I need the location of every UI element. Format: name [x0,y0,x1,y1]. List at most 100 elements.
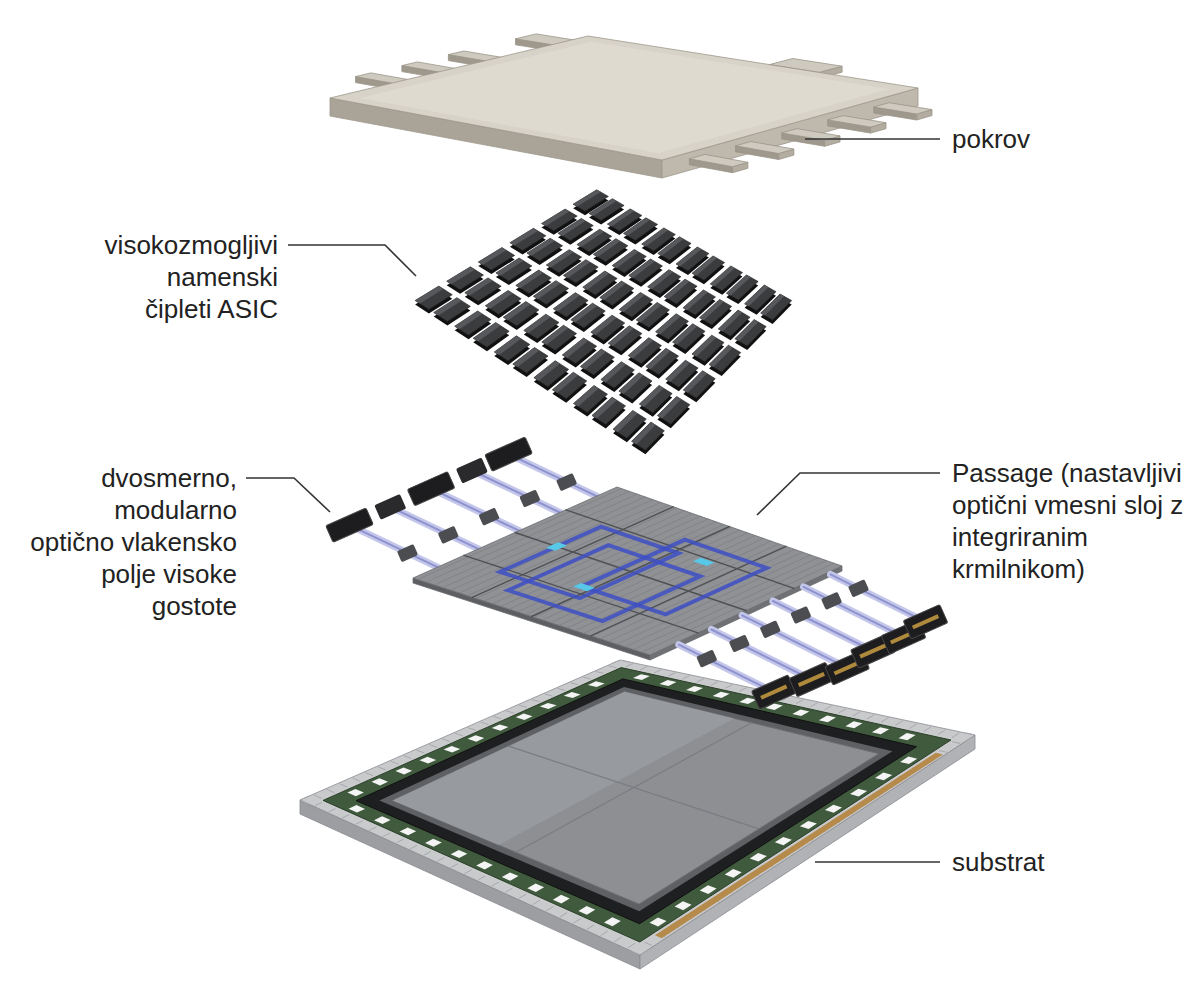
optical-fiber-core [711,630,811,680]
connector-contacts [859,643,886,658]
frame-ridge [811,703,818,707]
chiplet-sheen [434,298,462,316]
board-pad [492,724,509,730]
fiber-connector [903,605,948,640]
frame-ridge [430,745,437,748]
fiber-connector [374,494,406,520]
frame-ridge [404,756,411,759]
chiplet-sheen [718,310,742,331]
frame-ridge [796,700,803,704]
frame-ridge [340,784,347,787]
board-pad [825,805,842,813]
substrate-rim [379,687,892,911]
board-pad [633,674,650,680]
board-pad [660,680,677,686]
chiplet-sheen [592,397,617,418]
leader-line [246,478,330,512]
chiplet-sheen [666,360,690,382]
asic-chiplet [434,298,471,322]
frame-ridge [353,778,360,781]
board-pad [564,692,581,698]
board-pad [347,789,364,796]
frame-ridge [465,870,472,874]
chiplet-sheen [700,299,724,320]
asic-chiplet [503,302,539,326]
chiplet-sheen [676,247,701,266]
leader-line [815,861,940,863]
board-pad [400,828,417,836]
frame-ridge [356,821,363,824]
chiplet-sheen [636,303,661,323]
chiplet-sheen [589,199,616,216]
frame-ridge [574,919,581,923]
chiplet-sheen [562,338,588,358]
frame-ridge [711,682,718,685]
asic-chiplet [580,349,614,375]
chiplet-sheen [503,302,530,321]
frame-ridge [481,722,488,724]
frame-ridge [302,797,308,800]
frame-ridge [560,913,567,917]
frame-ridge [612,661,618,664]
asic-chiplet [542,325,577,350]
lid-tab-top [828,116,886,128]
asic-chiplet [683,371,715,398]
asic-chiplet [473,323,509,348]
fiber-transceiver [519,489,540,507]
die-seam [516,723,752,853]
frame-ridge [825,706,832,710]
connector-contacts [760,685,787,700]
part-label: Passage (nastavljivi optični vmesni sloj… [952,457,1188,585]
board-pad [700,885,717,894]
board-pad [396,768,413,775]
part-label: dvosmerno, modularno optično vlakensko p… [27,462,237,622]
asic-chiplet [632,422,665,450]
board-pad [578,906,595,915]
board-pad [374,816,391,824]
board-pad [476,861,493,869]
board-pad [900,757,917,765]
board-pad [516,714,533,720]
substrate-stiffener [356,679,916,924]
board-pad [588,681,605,687]
frame-ridge [726,685,733,688]
frame-ridge [519,894,526,898]
chiplet-sheen [600,281,626,300]
waveguide-highlight [546,542,567,551]
frame-ridge [397,839,404,842]
frame-ridge [366,773,373,776]
board-pad [540,703,557,709]
asic-chiplet [592,397,626,424]
frame-ridge [669,673,676,676]
chiplet-sheen [628,338,653,359]
lid-top [330,36,918,160]
board-pad [553,895,570,904]
asic-chiplet [646,348,679,374]
frame-ridge [494,717,501,719]
optical-fiber [431,489,519,531]
board-pad [750,853,767,862]
optical-fiber-core [831,574,926,622]
frame-ridge [571,683,578,685]
frame-ridge [451,864,458,868]
board-pad [872,727,889,734]
lid-tab-top [874,103,932,114]
board-pad [604,917,621,926]
frame-ridge [327,790,334,793]
optical-fiber [831,574,926,622]
frame-ridge [545,694,552,696]
asic-chiplet [709,345,741,372]
part-label: visokozmogljivi namenski čipleti ASIC [98,229,278,325]
optical-fiber-core [390,507,478,549]
frame-ridge [438,858,445,861]
chiplet-sheen [534,361,560,381]
asic-chiplet [571,303,606,328]
optical-fiber [711,630,811,680]
frame-ridge [622,660,629,662]
fiber-transceiver [821,592,842,610]
frame-ridge [533,901,540,905]
chiplet-sheen [612,250,638,269]
chiplet-sheen [646,348,671,369]
board-pad [725,869,742,878]
